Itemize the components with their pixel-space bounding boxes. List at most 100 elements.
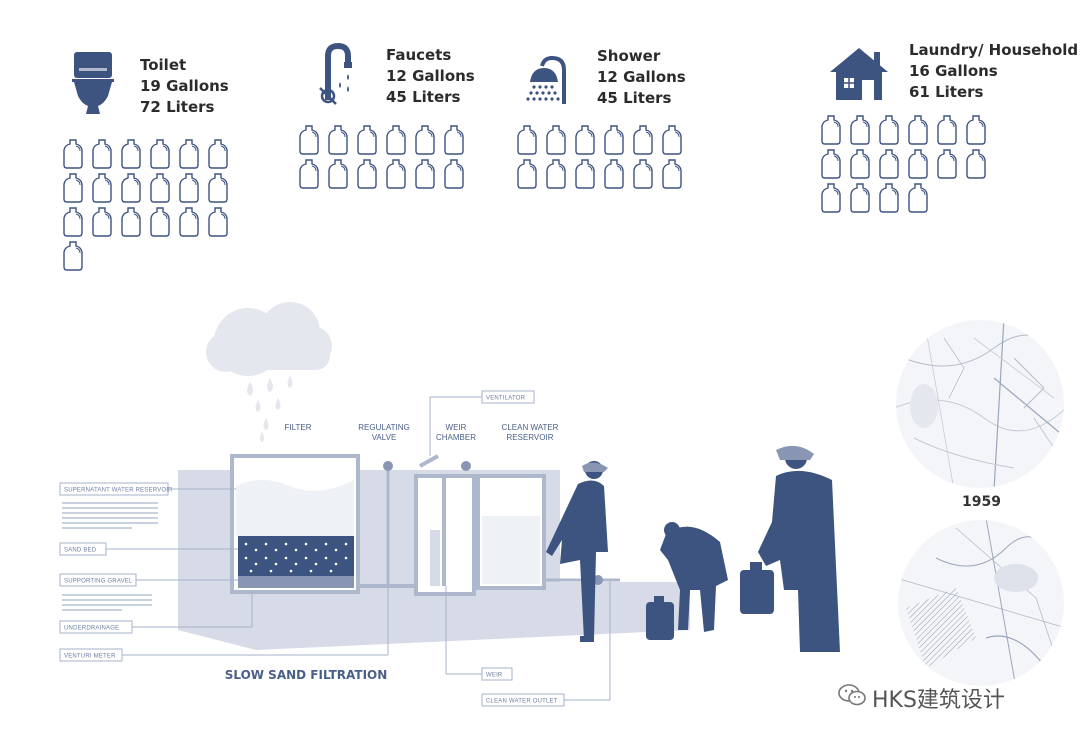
wechat-icon xyxy=(838,684,866,712)
label-chamber: CHAMBER xyxy=(436,433,476,442)
water-jug-icon xyxy=(966,149,986,179)
toilet-icon xyxy=(72,52,114,114)
water-jug-icon xyxy=(937,149,957,179)
slow-sand-filtration-diagram: FILTER REGULATING VALVE WEIR CHAMBER CLE… xyxy=(59,302,840,707)
water-jug-icon xyxy=(208,207,228,237)
water-jug-icon xyxy=(850,149,870,179)
water-jug-icon xyxy=(821,115,841,145)
sand-dots xyxy=(244,542,348,573)
water-jug-icon xyxy=(604,125,624,155)
water-jug-icon xyxy=(546,125,566,155)
water-jug-icon xyxy=(121,139,141,169)
water-jug-icon xyxy=(517,159,537,189)
water-jug-icon xyxy=(92,207,112,237)
water-jug-icon xyxy=(63,241,83,271)
person-bending-icon xyxy=(646,522,728,640)
water-jug-icon xyxy=(444,159,464,189)
usage-laundry-label: Laundry/ Household 16 Gallons 61 Liters xyxy=(909,40,1078,103)
water-jug-icon xyxy=(966,115,986,145)
historic-map-top xyxy=(896,320,1064,488)
supporting-gravel xyxy=(238,576,354,588)
supernatant-water xyxy=(236,480,354,536)
water-jug-icon xyxy=(662,125,682,155)
usage-liters: 45 Liters xyxy=(597,89,672,107)
water-jug-icon xyxy=(575,125,595,155)
watermark: HKS建筑设计 xyxy=(838,682,1005,714)
water-jug-icon xyxy=(299,159,319,189)
water-jug-icon xyxy=(604,159,624,189)
water-jug-icon xyxy=(299,125,319,155)
supernatant-note xyxy=(62,502,158,529)
label-clean-water: CLEAN WATER xyxy=(502,423,559,432)
label-weir: WEIR xyxy=(446,423,467,432)
tag-venturi-meter: VENTURI METER xyxy=(64,654,116,660)
label-regulating: REGULATING xyxy=(358,423,409,432)
water-jug-icon xyxy=(179,207,199,237)
water-jug-icon xyxy=(821,149,841,179)
usage-name: Toilet xyxy=(140,56,187,74)
water-jug-icon xyxy=(937,115,957,145)
water-jug-icon xyxy=(850,183,870,213)
tag-underdrainage: UNDERDRAINAGE xyxy=(64,626,119,632)
water-jug-icon xyxy=(179,139,199,169)
water-jug-icon xyxy=(92,139,112,169)
water-jug-icon xyxy=(92,173,112,203)
tag-clean-water-outlet: CLEAN WATER OUTLET xyxy=(486,699,558,705)
usage-gallons: 19 Gallons xyxy=(140,77,229,95)
water-jug-icon xyxy=(633,125,653,155)
water-jug-icon xyxy=(517,125,537,155)
water-jug-icon xyxy=(908,183,928,213)
person-carrying-icon xyxy=(740,445,840,652)
water-jug-icon xyxy=(150,139,170,169)
water-jug-icon xyxy=(444,125,464,155)
diagram-title: SLOW SAND FILTRATION xyxy=(225,668,388,682)
usage-liters: 72 Liters xyxy=(140,98,215,116)
water-jug-icon xyxy=(386,125,406,155)
jug-grid-toilet xyxy=(62,138,242,278)
water-jug-icon xyxy=(415,159,435,189)
water-jug-icon xyxy=(908,115,928,145)
tag-supporting-gravel: SUPPORTING GRAVEL xyxy=(64,579,133,585)
water-jug-icon xyxy=(208,173,228,203)
water-jug-icon xyxy=(662,159,682,189)
jug-grid-shower xyxy=(516,124,696,194)
house-icon xyxy=(830,48,888,100)
water-jug-icon xyxy=(357,125,377,155)
person-standing-icon xyxy=(546,461,608,642)
jug-grid-laundry xyxy=(820,114,1010,224)
usage-shower-label: Shower 12 Gallons 45 Liters xyxy=(597,46,686,109)
usage-liters: 61 Liters xyxy=(909,83,984,101)
water-jug-icon xyxy=(63,139,83,169)
sand-bed xyxy=(238,536,354,576)
shower-icon xyxy=(526,55,566,104)
label-reservoir: RESERVOIR xyxy=(507,433,554,442)
usage-name: Faucets xyxy=(386,46,452,64)
label-filter: FILTER xyxy=(285,423,312,432)
map-year-1959: 1959 xyxy=(962,494,1001,510)
water-jug-icon xyxy=(879,115,899,145)
water-jug-icon xyxy=(850,115,870,145)
water-jug-icon xyxy=(328,125,348,155)
usage-liters: 45 Liters xyxy=(386,88,461,106)
usage-gallons: 12 Gallons xyxy=(386,67,475,85)
rain-drops xyxy=(247,376,293,442)
regulating-valve xyxy=(383,461,393,471)
water-jug-icon xyxy=(879,183,899,213)
label-valve: VALVE xyxy=(372,433,397,442)
cloud-icon xyxy=(206,302,332,376)
tag-supernatant: SUPERNATANT WATER RESERVOIR xyxy=(64,488,173,494)
usage-name: Laundry/ Household xyxy=(909,41,1079,59)
watermark-text: HKS建筑设计 xyxy=(872,688,1005,713)
water-jug-icon xyxy=(63,207,83,237)
jug-grid-faucets xyxy=(298,124,478,194)
water-jug-icon xyxy=(575,159,595,189)
water-jug-icon xyxy=(150,173,170,203)
water-jug-icon xyxy=(908,149,928,179)
water-jug-icon xyxy=(633,159,653,189)
tag-ventilator: VENTILATOR xyxy=(486,396,526,402)
usage-gallons: 12 Gallons xyxy=(597,68,686,86)
water-jug-icon xyxy=(821,183,841,213)
historic-map-bottom xyxy=(898,520,1064,686)
water-jug-icon xyxy=(386,159,406,189)
water-jug-icon xyxy=(150,207,170,237)
